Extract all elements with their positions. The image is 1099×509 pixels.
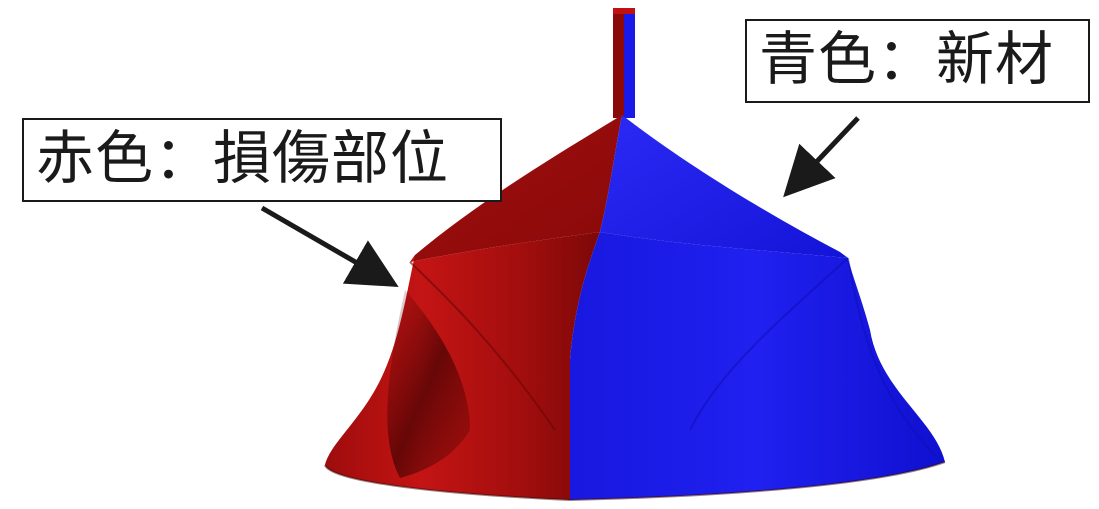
- damaged-part-label: 赤色：損傷部位: [22, 118, 502, 202]
- new-ridge: [689, 257, 849, 431]
- damaged-lower-panel: [325, 232, 600, 500]
- damaged-ridge: [409, 261, 556, 431]
- damaged-arrow: [260, 205, 399, 288]
- damaged-fold-shadow: [387, 290, 470, 478]
- new-material-arrow: [783, 116, 860, 198]
- damaged-upper-panel: [410, 115, 622, 262]
- damaged-section: [325, 115, 622, 500]
- new-material-label: 青色：新材: [745, 19, 1090, 103]
- new-ridge-2: [847, 257, 936, 456]
- new-lower-panel: [570, 232, 945, 500]
- new-upper-panel: [600, 115, 848, 258]
- base-edge: [324, 461, 946, 502]
- mast: [613, 8, 635, 118]
- new-material-section: [570, 115, 945, 500]
